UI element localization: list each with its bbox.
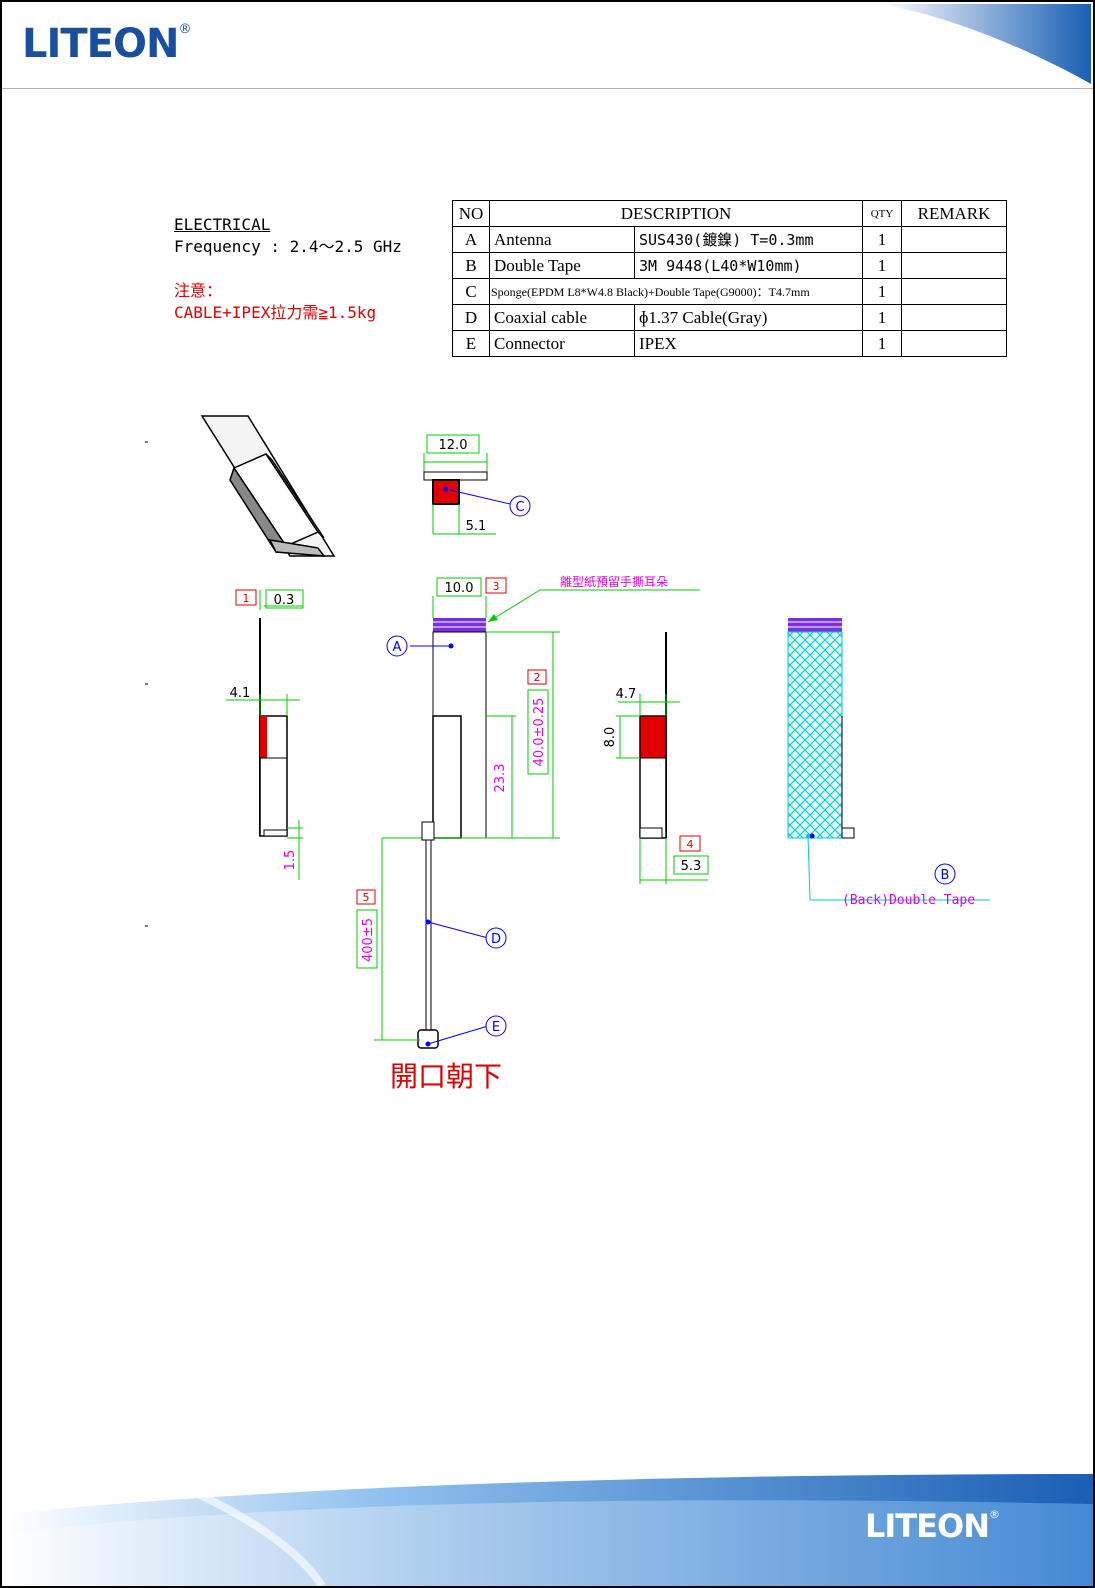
dim-5-1: 5.1 <box>466 519 487 534</box>
row-qty: 1 <box>862 226 902 253</box>
frequency-text: Frequency : 2.4～2.5 GHz <box>174 237 402 256</box>
marker-4: 4 <box>687 838 694 851</box>
footer-logo: LITEON® <box>865 1508 1000 1544</box>
table-header-row: NO DESCRIPTION QTY REMARK <box>452 200 1007 227</box>
header-divider <box>2 88 1093 89</box>
row-no: C <box>452 278 490 305</box>
row-spec: SUS430(鍍鎳) T=0.3mm <box>634 226 863 253</box>
marker-4-box <box>679 835 701 852</box>
front-view <box>374 589 700 1049</box>
marker-2: 2 <box>534 671 541 684</box>
isometric-view <box>200 415 336 557</box>
table-row: C Sponge(EPDM L8*W4.8 Black)+Double Tape… <box>452 278 1007 305</box>
callout-c-label: C <box>515 500 524 515</box>
dim-12: 12.0 <box>439 438 468 453</box>
header-logo: LITEON® <box>22 22 191 66</box>
header-remark: REMARK <box>901 200 1007 227</box>
opening-note: 開口朝下 <box>390 1060 502 1093</box>
dim-40: 40.0±0.25 <box>532 698 547 767</box>
dim-400: 400±5 <box>361 918 376 962</box>
row-no: B <box>452 252 490 279</box>
dim-box <box>426 434 480 454</box>
row-name: Antenna <box>489 226 635 253</box>
dim-1-5: 1.5 <box>283 850 298 871</box>
table-row: D Coaxial cable ɸ1.37 Cable(Gray) 1 <box>452 304 1007 331</box>
row-spec: IPEX <box>634 330 863 357</box>
back-view <box>787 618 990 901</box>
dim-box <box>265 589 304 609</box>
callout-a-label: A <box>393 640 402 655</box>
top-view-sponge <box>423 453 531 535</box>
dim-box <box>436 577 482 597</box>
dim-box <box>673 855 709 875</box>
marker-3: 3 <box>493 580 500 593</box>
marker-5-box <box>356 889 376 905</box>
row-name: Coaxial cable <box>489 304 635 331</box>
margin-mark <box>145 441 148 927</box>
dim-5-3: 5.3 <box>681 859 702 874</box>
release-paper-note: 離型紙預留手撕耳朵 <box>560 574 668 589</box>
row-name: Connector <box>489 330 635 357</box>
left-side-view <box>226 590 303 880</box>
footer-logo-text: LITEON <box>865 1507 990 1545</box>
electrical-block: ELECTRICAL Frequency : 2.4～2.5 GHz 注意： C… <box>174 214 402 324</box>
header-swoosh <box>880 4 1091 84</box>
logo-text: LITEON <box>22 21 179 67</box>
table-row: E Connector IPEX 1 <box>452 330 1007 357</box>
dim-box <box>356 909 378 969</box>
logo-registered-mark: ® <box>178 22 192 37</box>
right-side-view <box>616 632 708 884</box>
row-no: E <box>452 330 490 357</box>
row-no: A <box>452 226 490 253</box>
row-remark <box>901 278 1007 305</box>
table-row: A Antenna SUS430(鍍鎳) T=0.3mm 1 <box>452 226 1007 253</box>
parts-table: NO DESCRIPTION QTY REMARK A Antenna SUS4… <box>452 200 1007 357</box>
callout-b-label: B <box>941 868 950 883</box>
footer-swoosh <box>2 1474 1093 1586</box>
dim-10: 10.0 <box>445 581 474 596</box>
callout-d-label: D <box>491 932 501 947</box>
marker-5: 5 <box>363 891 370 904</box>
dim-box <box>527 689 549 775</box>
marker-3-box <box>485 577 507 594</box>
header-description: DESCRIPTION <box>489 200 863 227</box>
callout-e-label: E <box>492 1020 500 1035</box>
row-remark <box>901 252 1007 279</box>
marker-2-box <box>527 669 547 685</box>
electrical-heading: ELECTRICAL <box>174 215 271 234</box>
dim-8: 8.0 <box>603 727 618 748</box>
dim-0-3: 0.3 <box>274 593 295 608</box>
footer-logo-registered-mark: ® <box>988 1508 1000 1521</box>
dim-4-1: 4.1 <box>230 686 251 701</box>
marker-1-box <box>235 589 257 606</box>
dim-4-7: 4.7 <box>616 687 637 702</box>
marker-1: 1 <box>243 592 250 605</box>
dim-23-3: 23.3 <box>493 764 508 793</box>
note-title: 注意： <box>174 281 223 300</box>
row-remark <box>901 330 1007 357</box>
note-text: CABLE+IPEX拉力需≧1.5kg <box>174 303 377 322</box>
back-double-tape-label: (Back)Double Tape <box>842 893 975 908</box>
row-spec: Sponge(EPDM L8*W4.8 Black)+Double Tape(G… <box>489 278 863 305</box>
row-qty: 1 <box>862 252 902 279</box>
row-name: Double Tape <box>489 252 635 279</box>
